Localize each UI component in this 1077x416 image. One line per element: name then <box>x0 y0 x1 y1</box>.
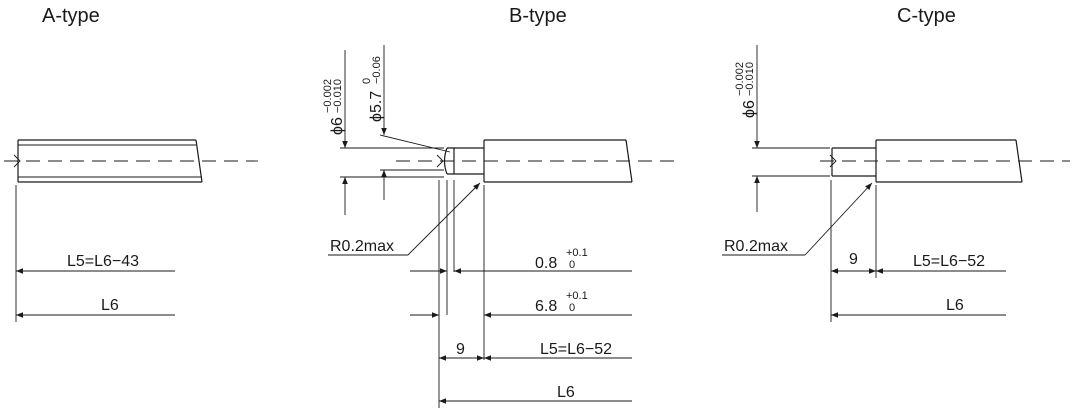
c-radius-label: R0.2max <box>724 238 788 255</box>
b-dim08-base: 0.8 <box>535 255 557 272</box>
b-break-line <box>625 139 633 183</box>
b-type-drawing: ϕ6 −0.002 −0.010 ϕ5.7 0 −0.06 R0.2max 0.… <box>322 45 680 408</box>
b-dim68-base: 6.8 <box>535 298 557 315</box>
b-dim08-tol-lower: 0 <box>569 259 575 271</box>
b-l5-label: L5=L6−52 <box>540 341 612 358</box>
b-l6-label: L6 <box>557 384 575 401</box>
title-a-type: A-type <box>42 5 100 27</box>
c-dia6-tol-upper: −0.002 <box>734 62 746 96</box>
a-l6-label: L6 <box>101 297 119 314</box>
c-dim9-label: 9 <box>849 251 858 268</box>
b-dia57-ext-top <box>379 134 451 153</box>
b-dim68-tol-lower: 0 <box>569 302 575 314</box>
b-dia57-text: ϕ5.7 0 −0.06 <box>361 56 385 122</box>
c-l6-label: L6 <box>946 297 964 314</box>
a-center-mark <box>13 154 21 168</box>
b-dia57-tol-upper: 0 <box>361 78 373 84</box>
b-radius-leader <box>407 182 481 256</box>
b-dia6-tol-upper: −0.002 <box>322 79 334 113</box>
b-dim68-tol-upper: +0.1 <box>566 290 588 302</box>
c-dia6-tol-lower: −0.010 <box>744 62 756 96</box>
c-radius-leader <box>804 182 873 256</box>
a-break-line <box>195 139 203 183</box>
c-center-mark <box>829 154 837 168</box>
c-dia6-text: ϕ6 −0.002 −0.010 <box>734 62 758 118</box>
b-dia6-tol-lower: −0.010 <box>332 79 344 113</box>
b-dia6-base: ϕ6 <box>329 117 346 135</box>
b-center-mark <box>436 154 444 168</box>
title-c-type: C-type <box>897 5 956 27</box>
c-type-drawing: ϕ6 −0.002 −0.010 R0.2max 9 L5=L6−52 L6 <box>722 45 1070 322</box>
c-break-line <box>1015 139 1023 183</box>
b-dia6-text: ϕ6 −0.002 −0.010 <box>322 79 346 135</box>
b-dim9-label: 9 <box>456 341 465 358</box>
b-dim08-tol-upper: +0.1 <box>566 247 588 259</box>
c-l5-label: L5=L6−52 <box>913 253 985 270</box>
b-dia57-tol-lower: −0.06 <box>371 56 383 84</box>
a-l5-label: L5=L6−43 <box>67 253 139 270</box>
b-radius-label: R0.2max <box>330 238 394 255</box>
c-dia6-base: ϕ6 <box>741 100 758 118</box>
b-dia57-base: ϕ5.7 <box>368 91 385 122</box>
b-chamfer-end <box>443 147 448 175</box>
title-b-type: B-type <box>509 5 567 27</box>
a-type-drawing: L5=L6−43 L6 <box>4 139 258 322</box>
